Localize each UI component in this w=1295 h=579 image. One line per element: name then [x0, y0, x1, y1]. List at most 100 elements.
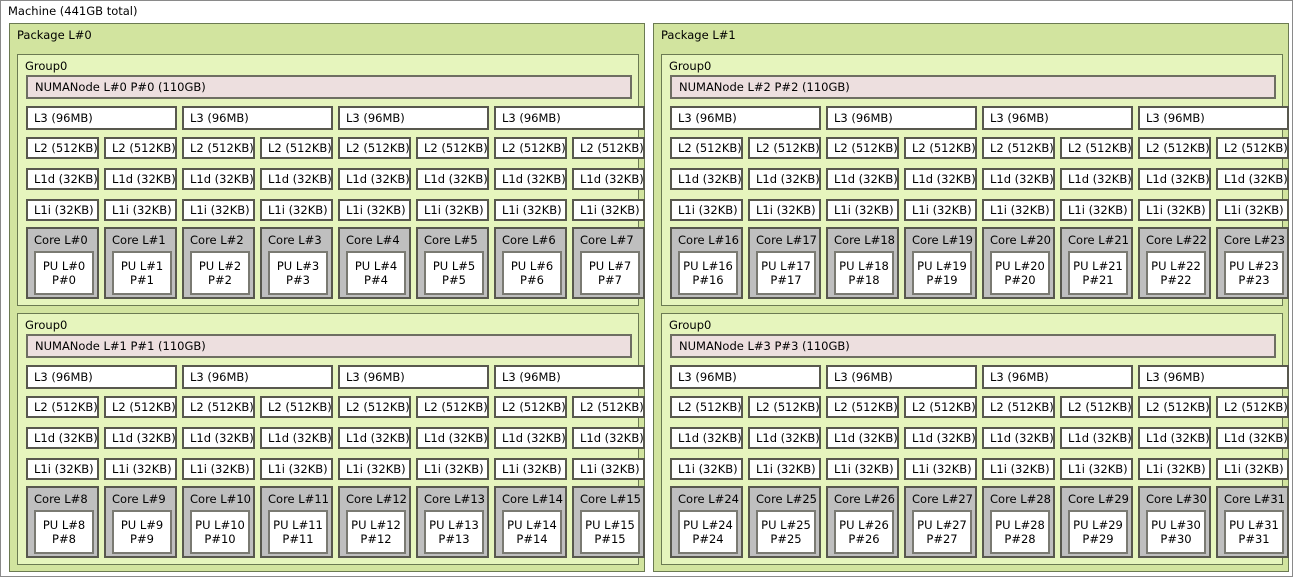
l1i-cache-box: L1i (32KB) [1138, 458, 1211, 480]
pu-logical-label: PU L#25 [761, 517, 811, 532]
l1d-cache-box: L1d (32KB) [182, 427, 255, 449]
pu-logical-label: PU L#9 [120, 517, 164, 532]
l2-cache-box: L2 (512KB) [260, 396, 333, 418]
l1d-cache-label: L1d (32KB) [1146, 431, 1210, 445]
pu-physical-label: P#9 [130, 532, 154, 546]
l3-cache-label: L3 (96MB) [190, 111, 249, 125]
l1i-cache-box: L1i (32KB) [104, 458, 177, 480]
l1i-cache-label: L1i (32KB) [346, 203, 406, 217]
pu-physical-label: P#24 [692, 532, 724, 546]
l3-cache-box: L3 (96MB) [670, 365, 821, 389]
l2-cache-box: L2 (512KB) [182, 137, 255, 159]
l1i-cache-label: L1i (32KB) [112, 462, 172, 476]
l1i-cache-box: L1i (32KB) [826, 199, 899, 221]
pu-logical-label: PU L#0 [42, 258, 86, 273]
numanode-label: NUMANode L#2 P#2 (110GB) [679, 80, 850, 94]
l2-cache-label: L2 (512KB) [34, 141, 98, 155]
group-title: Group0 [25, 59, 68, 73]
l2-cache-label: L2 (512KB) [990, 400, 1054, 414]
l1d-cache-box: L1d (32KB) [26, 427, 99, 449]
l1i-cache-box: L1i (32KB) [904, 199, 977, 221]
l2-cache-label: L2 (512KB) [1224, 141, 1288, 155]
l2-cache-box: L2 (512KB) [494, 396, 567, 418]
l1i-cache-label: L1i (32KB) [34, 462, 94, 476]
l1d-cache-label: L1d (32KB) [834, 431, 898, 445]
l2-cache-label: L2 (512KB) [756, 400, 820, 414]
l1d-cache-box: L1d (32KB) [826, 427, 899, 449]
l1i-cache-label: L1i (32KB) [346, 462, 406, 476]
l1d-cache-label: L1d (32KB) [990, 431, 1054, 445]
